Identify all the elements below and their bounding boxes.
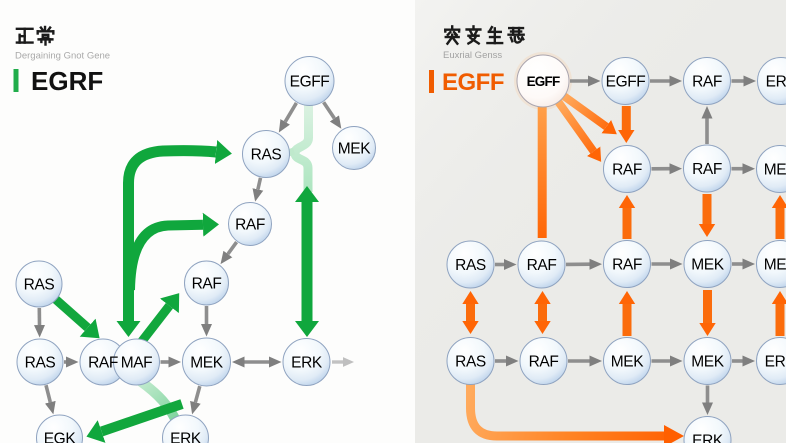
svg-text:RAF: RAF — [692, 73, 722, 90]
svg-text:ERK: ERK — [692, 432, 724, 443]
svg-text:RAS: RAS — [251, 146, 282, 163]
svg-text:MEK: MEK — [691, 353, 724, 370]
svg-text:MEK: MEK — [190, 354, 223, 371]
svg-text:RAF: RAF — [692, 161, 722, 178]
svg-text:EGFF: EGFF — [606, 73, 646, 90]
svg-text:EGFF: EGFF — [527, 74, 560, 89]
svg-text:MEK: MEK — [764, 161, 786, 178]
svg-text:RAS: RAS — [455, 353, 486, 370]
svg-text:MEK: MEK — [764, 256, 786, 273]
svg-text:RAF: RAF — [612, 161, 642, 178]
svg-text:ERK: ERK — [765, 353, 786, 370]
svg-text:RAS: RAS — [25, 354, 56, 371]
svg-text:RAF: RAF — [612, 256, 642, 273]
svg-text:RAF: RAF — [529, 353, 559, 370]
svg-text:RAS: RAS — [24, 276, 55, 293]
svg-text:EGK: EGK — [44, 430, 77, 443]
svg-text:RAF: RAF — [235, 216, 265, 233]
svg-text:RAF: RAF — [88, 354, 118, 371]
svg-text:EGFF: EGFF — [442, 69, 504, 96]
svg-text:Euxrial Genss: Euxrial Genss — [443, 50, 502, 61]
svg-text:MEK: MEK — [611, 353, 644, 370]
svg-text:MAF: MAF — [121, 354, 153, 371]
svg-text:ERK: ERK — [170, 430, 202, 443]
svg-text:RAF: RAF — [527, 257, 557, 274]
svg-text:MEK: MEK — [338, 140, 371, 157]
svg-text:ERK: ERK — [291, 354, 323, 371]
svg-text:RAF: RAF — [192, 275, 222, 292]
svg-text:MEK: MEK — [691, 256, 724, 273]
svg-text:EGFF: EGFF — [290, 73, 330, 90]
svg-text:RAS: RAS — [455, 257, 486, 274]
svg-text:Dergaining Gnot Gene: Dergaining Gnot Gene — [15, 51, 110, 62]
svg-text:EGRF: EGRF — [31, 66, 103, 96]
svg-text:ERK: ERK — [766, 73, 786, 90]
